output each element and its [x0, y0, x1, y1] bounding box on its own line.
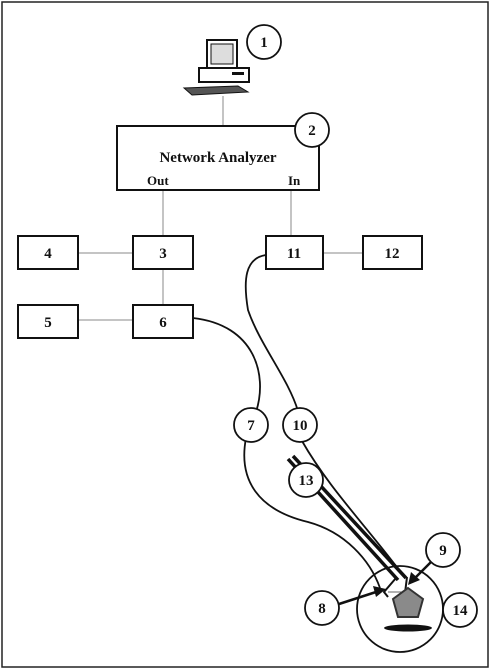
- label-11: 11: [287, 246, 301, 262]
- pointer-arrows: [338, 561, 432, 606]
- label-1: 1: [260, 35, 268, 51]
- label-2: 2: [308, 123, 316, 139]
- pentagon-sample-icon: [391, 586, 425, 618]
- label-7: 7: [247, 418, 255, 434]
- label-9: 9: [439, 543, 447, 559]
- callout-9: [425, 532, 461, 568]
- callout-1: [246, 24, 282, 60]
- label-8: 8: [318, 601, 326, 617]
- analyzer-out-port: Out: [147, 173, 169, 188]
- box-4: [17, 235, 79, 270]
- analyzer-in-port: In: [288, 173, 301, 188]
- arrow-8-shaft: [338, 590, 377, 606]
- arrow-8-head: [373, 586, 386, 597]
- computer-icon: [182, 39, 250, 96]
- box-3: [132, 235, 194, 270]
- box-5: [17, 304, 79, 339]
- probe-tip-left: [382, 577, 397, 598]
- cable-7-lower: [243, 437, 381, 589]
- callout-14: [442, 592, 478, 628]
- cable-10-lower: [301, 440, 406, 579]
- analyzer-title: Network Analyzer: [159, 150, 276, 166]
- label-14: 14: [453, 603, 469, 619]
- callout-13: [288, 462, 324, 498]
- label-3: 3: [159, 246, 167, 262]
- box-11: [265, 235, 324, 270]
- label-4: 4: [44, 246, 52, 262]
- label-10: 10: [293, 418, 308, 434]
- callout-10: [282, 407, 318, 443]
- callout-8: [304, 590, 340, 626]
- callout-2: [294, 112, 330, 148]
- callout-7: [233, 407, 269, 443]
- box-6: [132, 304, 194, 339]
- arrow-9-shaft: [414, 561, 432, 579]
- label-5: 5: [44, 315, 52, 331]
- label-6: 6: [159, 315, 167, 331]
- arrow-9-head: [408, 572, 420, 585]
- cable-7-upper: [192, 317, 261, 413]
- box-12: [362, 235, 423, 270]
- sample-stage-bar: [384, 624, 432, 632]
- cable-10-upper: [244, 254, 299, 412]
- label-12: 12: [385, 246, 400, 262]
- network-analyzer-box: [116, 125, 320, 191]
- connector-lines: [78, 96, 363, 321]
- label-13: 13: [299, 473, 314, 489]
